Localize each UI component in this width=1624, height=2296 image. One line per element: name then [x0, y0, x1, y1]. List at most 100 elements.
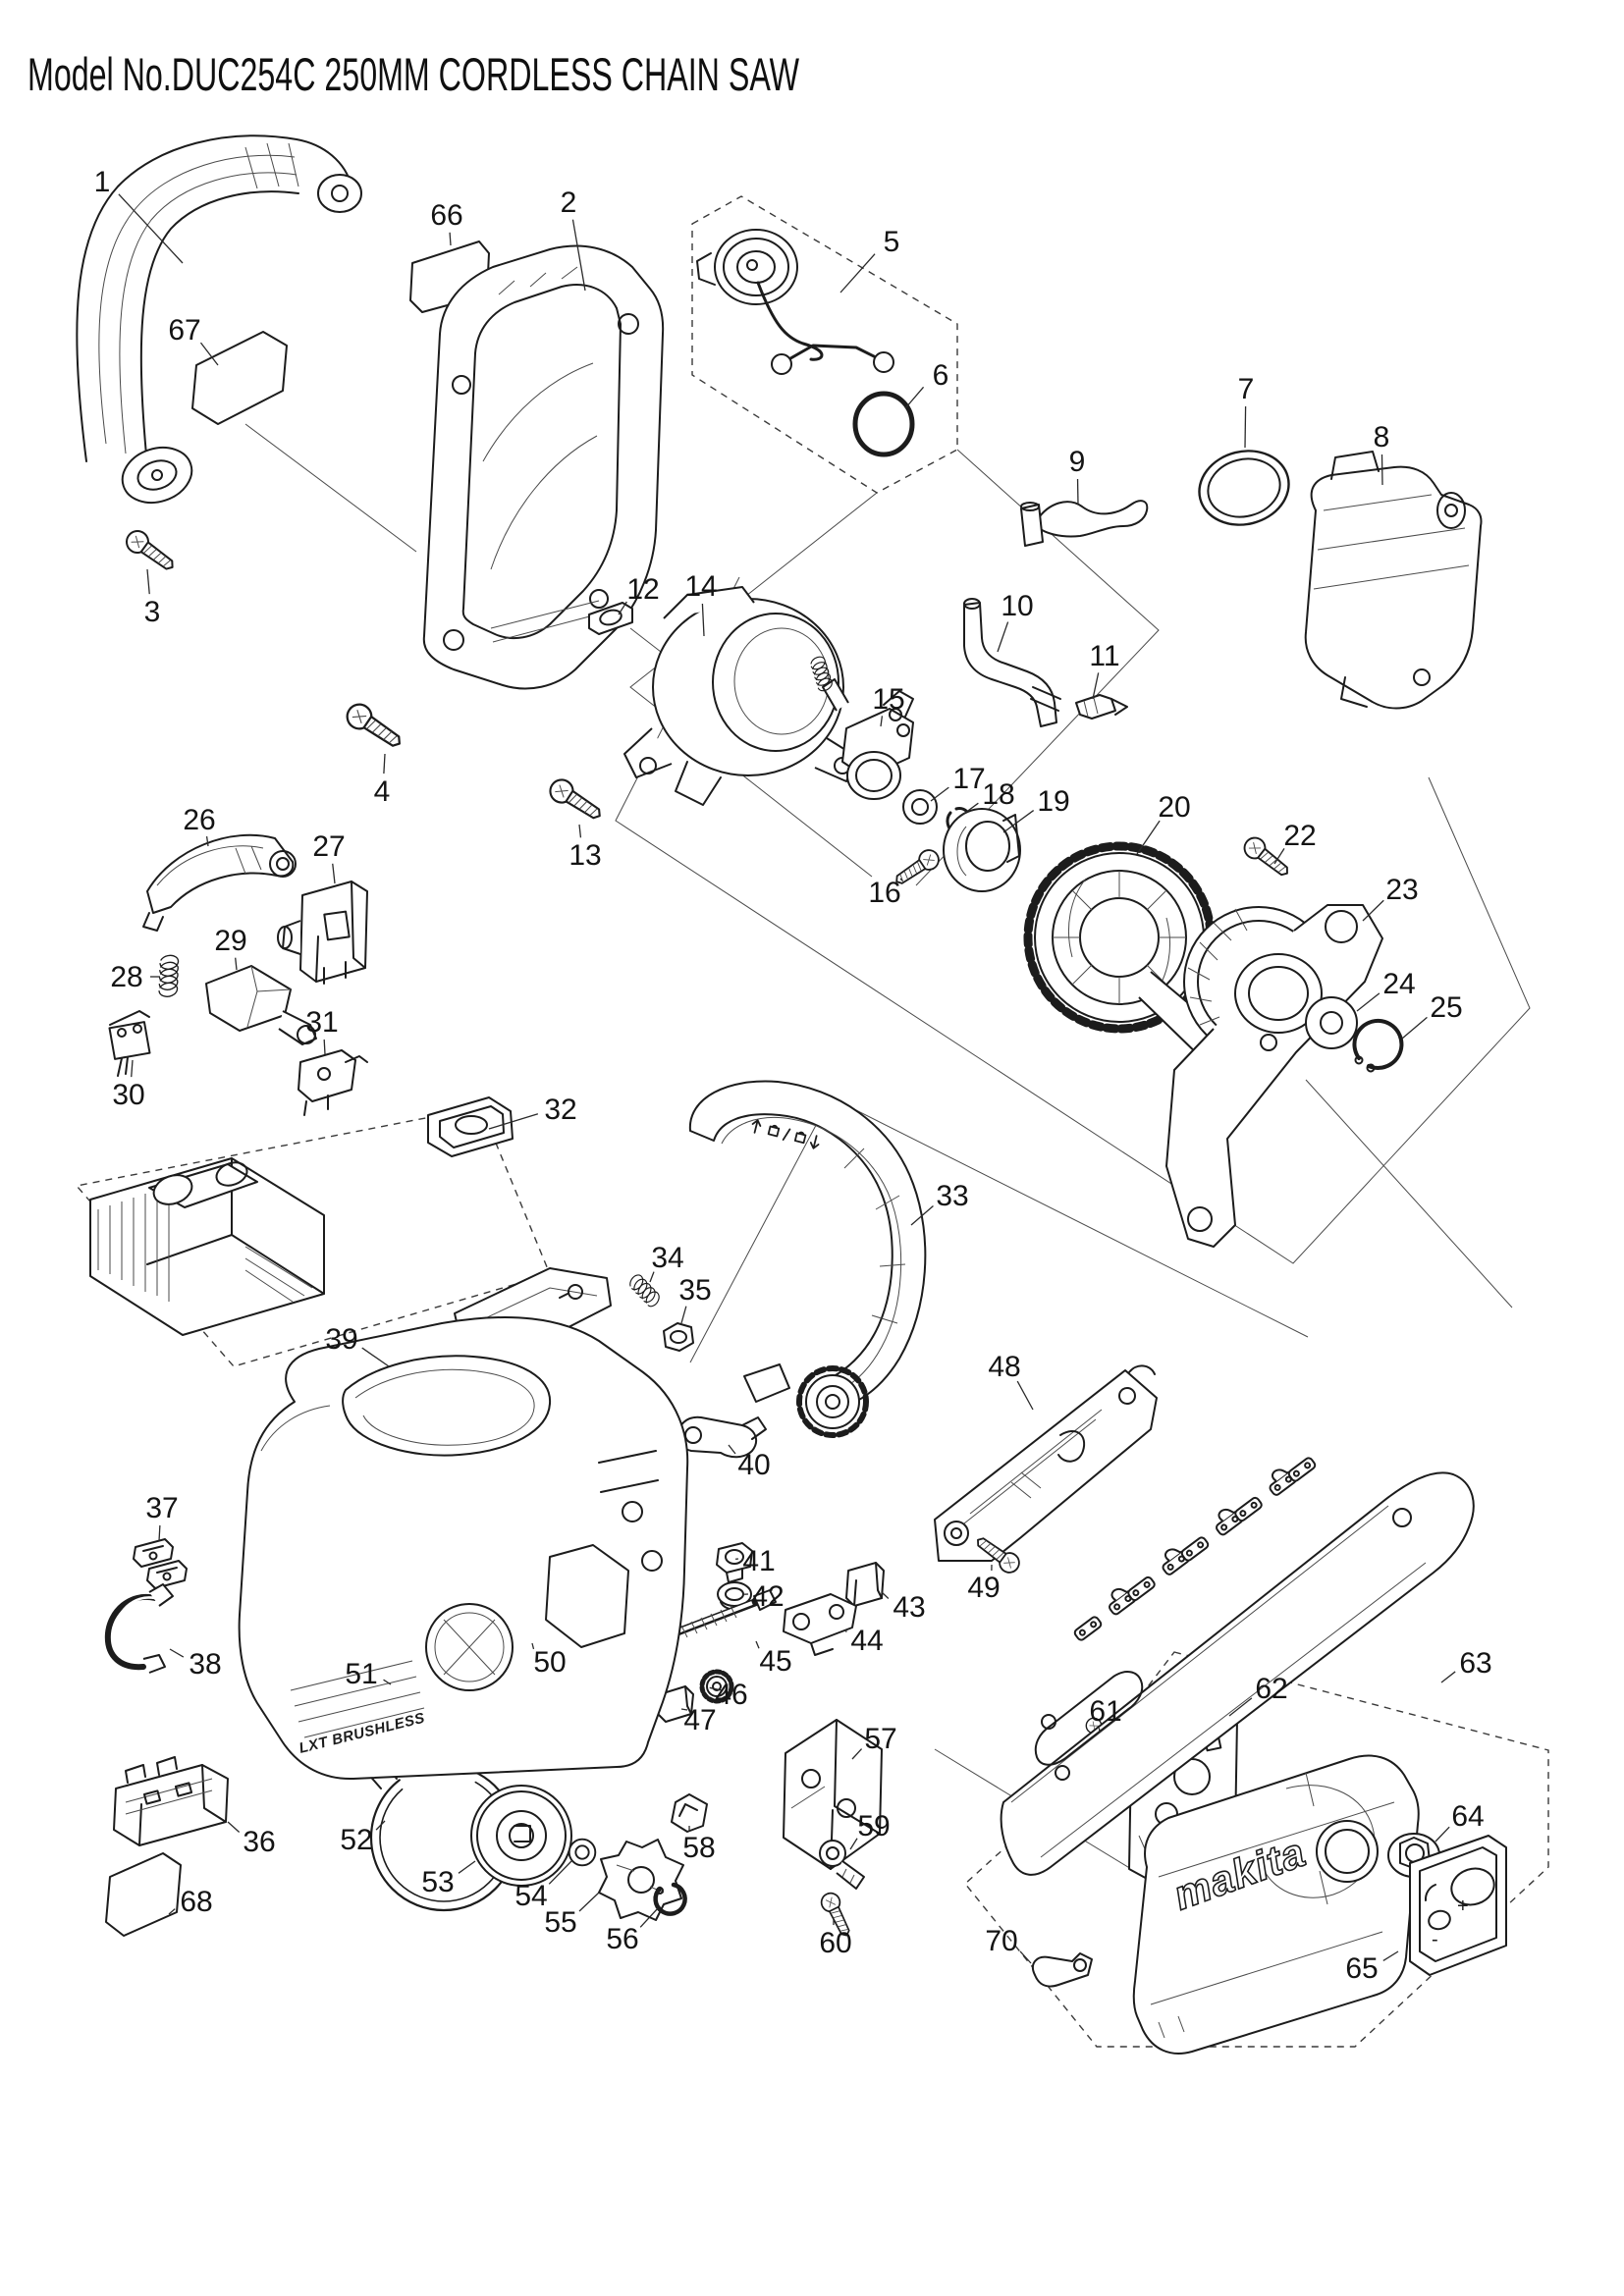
leader-line-17	[930, 786, 949, 802]
part-terminal-block-36	[113, 1756, 229, 1846]
part-label-57: 57	[864, 1723, 896, 1755]
part-fan-housing-14	[623, 586, 859, 806]
part-label-66: 66	[430, 199, 462, 232]
leader-line-37	[158, 1524, 161, 1542]
leader-line-8	[1380, 454, 1383, 486]
part-cap-nut-35	[663, 1322, 694, 1352]
leader-line-31	[323, 1039, 326, 1055]
part-label-11: 11	[1089, 640, 1119, 672]
part-clip-58	[671, 1793, 708, 1833]
part-lever-70	[1031, 1952, 1093, 1988]
leader-line-33	[910, 1204, 934, 1226]
part-label-9: 9	[1069, 446, 1086, 478]
leader-line-25	[1401, 1016, 1428, 1040]
part-label-25: 25	[1430, 991, 1462, 1024]
part-label-68: 68	[180, 1886, 212, 1918]
part-label-44: 44	[850, 1625, 883, 1657]
part-oil-cap-group-5-6	[691, 195, 958, 494]
part-label-35: 35	[678, 1274, 711, 1307]
leader-line-10	[997, 621, 1009, 653]
part-label-36: 36	[243, 1826, 275, 1858]
part-clutch-drum-53	[470, 1785, 572, 1887]
part-label-43: 43	[893, 1591, 925, 1624]
part-label-45: 45	[759, 1645, 791, 1678]
part-label-33: 33	[936, 1180, 968, 1212]
part-main-body-39: LXT BRUSHLESS	[238, 1267, 689, 1781]
leader-line-68	[168, 1908, 176, 1915]
part-label-65: 65	[1345, 1952, 1378, 1985]
leader-line-57	[851, 1748, 863, 1760]
part-label-15: 15	[872, 683, 904, 716]
leader-line-55	[578, 1892, 600, 1912]
leader-line-56	[639, 1907, 659, 1928]
part-gasket-ring-7	[1198, 450, 1290, 526]
part-clips-37	[133, 1538, 188, 1589]
leader-line-27	[332, 863, 336, 884]
part-label-37: 37	[145, 1492, 178, 1524]
leader-line-30	[131, 1059, 134, 1078]
adjuster-minus-mark: -	[1432, 1929, 1438, 1950]
part-washer-54	[568, 1838, 597, 1867]
part-label-3: 3	[144, 596, 161, 628]
part-valve-11	[1075, 694, 1128, 720]
leader-line-66	[449, 232, 452, 246]
part-label-63: 63	[1459, 1647, 1491, 1680]
leader-line-5	[839, 253, 876, 294]
part-label-5: 5	[884, 226, 900, 258]
part-label-24: 24	[1382, 968, 1415, 1000]
part-oil-tube-9	[1020, 500, 1149, 547]
part-hand-guard-33	[688, 1080, 927, 1438]
part-label-67: 67	[168, 314, 200, 347]
part-label-17: 17	[952, 763, 985, 795]
leader-line-35	[680, 1306, 687, 1324]
part-oil-tank-8	[1304, 451, 1483, 710]
part-label-48: 48	[988, 1351, 1020, 1383]
part-brake-lever-44	[783, 1593, 857, 1656]
part-label-70: 70	[985, 1925, 1017, 1957]
part-oil-lever-40	[677, 1415, 767, 1459]
leader-line-24	[1356, 992, 1380, 1012]
leader-line-23	[1362, 899, 1384, 922]
part-sprocket-hub-55	[598, 1839, 684, 1921]
leader-line-62	[1228, 1697, 1253, 1717]
leader-line-6	[904, 386, 925, 409]
part-label-40: 40	[737, 1449, 770, 1481]
part-lock-lever-29	[205, 965, 317, 1045]
leader-line-52	[375, 1820, 386, 1831]
part-guide-plate-48	[934, 1364, 1158, 1562]
leader-line-12	[618, 601, 627, 615]
part-label-27: 27	[312, 830, 345, 863]
part-bearing-17	[902, 789, 938, 825]
chain-link	[1234, 1496, 1263, 1522]
leader-line-45	[755, 1640, 760, 1649]
chain-link	[1127, 1575, 1156, 1602]
part-label-49: 49	[967, 1572, 1000, 1604]
part-label-61: 61	[1089, 1695, 1121, 1728]
leader-line-32	[488, 1113, 539, 1130]
part-controller-32	[75, 1096, 551, 1367]
part-label-22: 22	[1283, 820, 1316, 852]
part-pinion-46	[699, 1669, 734, 1704]
leader-line-65	[1382, 1950, 1399, 1962]
part-switch-31	[298, 1049, 368, 1116]
leader-line-22	[1273, 848, 1285, 865]
part-label-20: 20	[1158, 791, 1190, 824]
part-label-23: 23	[1385, 874, 1418, 906]
leader-line-26	[205, 835, 209, 847]
part-rear-housing-2	[422, 244, 665, 690]
leader-line-4	[383, 753, 386, 774]
part-label-59: 59	[857, 1810, 890, 1842]
leader-line-36	[227, 1821, 241, 1833]
chain-link	[1216, 1509, 1244, 1536]
leader-line-47	[680, 1708, 688, 1711]
adjuster-plus-mark: +	[1457, 1896, 1469, 1917]
part-label-26: 26	[183, 804, 215, 836]
leader-line-1	[118, 193, 184, 264]
part-switch-27	[277, 881, 368, 985]
leader-line-63	[1440, 1671, 1456, 1683]
leader-line-19	[1002, 810, 1035, 833]
part-label-58: 58	[682, 1832, 715, 1864]
leader-line-20	[1136, 820, 1161, 855]
part-cover-group-63: makita	[964, 1651, 1549, 2055]
